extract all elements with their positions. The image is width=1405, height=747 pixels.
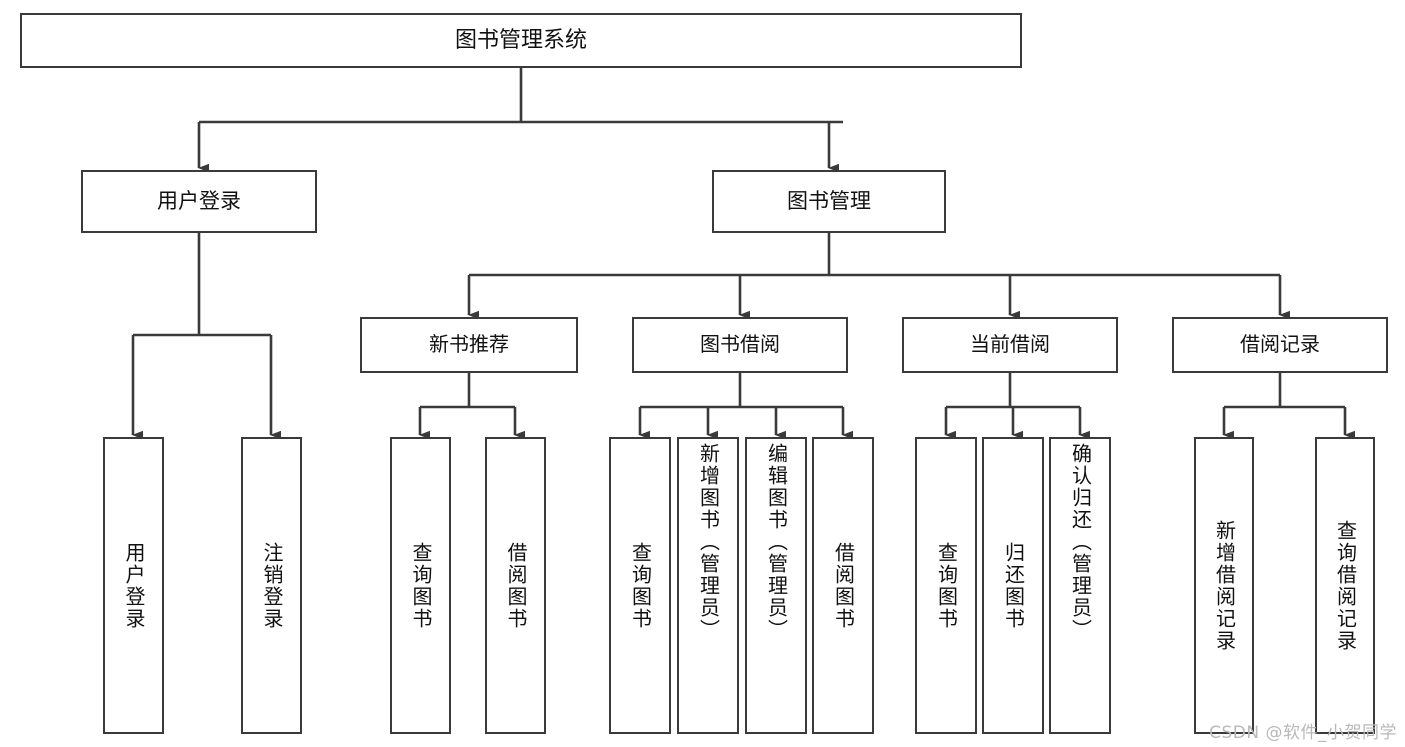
node-root-system[interactable]: 图书管理系统 bbox=[20, 13, 1022, 68]
node-label: 查询图书 bbox=[628, 541, 653, 630]
node-leaf-query-book-current[interactable]: 查询图书 bbox=[915, 437, 977, 734]
node-leaf-query-book-borrow[interactable]: 查询图书 bbox=[609, 437, 671, 734]
node-label: 归还图书 bbox=[1001, 541, 1026, 630]
node-leaf-logout-login[interactable]: 注销登录 bbox=[241, 437, 302, 734]
node-label: 借阅图书 bbox=[831, 541, 856, 630]
node-label: 查询图书 bbox=[409, 541, 433, 630]
node-label: 确认归还（管理员） bbox=[1068, 443, 1093, 641]
node-label: 编辑图书（管理员） bbox=[764, 443, 789, 641]
node-leaf-confirm-return[interactable]: 确认归还（管理员） bbox=[1049, 437, 1111, 734]
node-label: 查询图书 bbox=[934, 541, 959, 630]
node-label: 新增图书（管理员） bbox=[696, 443, 721, 641]
watermark-text: CSDN @软件_小贺同学 bbox=[1209, 723, 1397, 743]
node-leaf-borrow-book-recommend[interactable]: 借阅图书 bbox=[485, 437, 546, 734]
node-leaf-add-borrow-record[interactable]: 新增借阅记录 bbox=[1194, 437, 1254, 734]
node-leaf-query-book-recommend[interactable]: 查询图书 bbox=[390, 437, 451, 734]
node-leaf-user-login[interactable]: 用户登录 bbox=[103, 437, 164, 734]
node-book-borrow[interactable]: 图书借阅 bbox=[632, 317, 848, 373]
node-label: 借阅图书 bbox=[504, 541, 528, 630]
node-leaf-return-book[interactable]: 归还图书 bbox=[982, 437, 1044, 734]
node-borrow-record[interactable]: 借阅记录 bbox=[1172, 317, 1388, 373]
node-label: 新增借阅记录 bbox=[1212, 519, 1237, 652]
node-leaf-edit-book[interactable]: 编辑图书（管理员） bbox=[745, 437, 807, 734]
node-book-manage[interactable]: 图书管理 bbox=[712, 170, 946, 233]
node-leaf-add-book[interactable]: 新增图书（管理员） bbox=[677, 437, 739, 734]
node-new-book-recommend[interactable]: 新书推荐 bbox=[360, 317, 578, 373]
node-leaf-borrow-book[interactable]: 借阅图书 bbox=[812, 437, 874, 734]
node-user-login[interactable]: 用户登录 bbox=[81, 170, 317, 233]
node-label: 查询借阅记录 bbox=[1333, 519, 1358, 652]
node-label: 用户登录 bbox=[122, 541, 146, 630]
node-label: 注销登录 bbox=[260, 541, 284, 630]
node-leaf-query-borrow-record[interactable]: 查询借阅记录 bbox=[1315, 437, 1375, 734]
node-current-borrow[interactable]: 当前借阅 bbox=[902, 317, 1118, 373]
